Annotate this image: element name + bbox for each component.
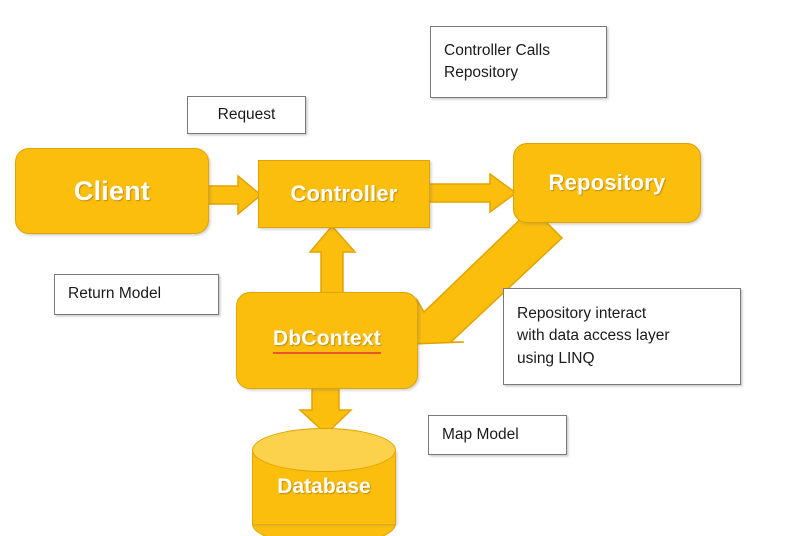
- node-repository[interactable]: Repository: [513, 143, 701, 223]
- arrow-dbcontext-to-controller: [308, 224, 358, 298]
- node-dbcontext-label: DbContext: [273, 327, 381, 354]
- cylinder-top-ellipse: [252, 428, 396, 472]
- callout-repository-interact-text: Repository interact with data access lay…: [517, 304, 670, 367]
- callout-request[interactable]: Request: [187, 96, 306, 134]
- arrow-repository-to-dbcontext: [404, 206, 564, 346]
- node-database[interactable]: Database: [252, 428, 396, 536]
- node-controller-label: Controller: [290, 181, 398, 206]
- callout-map-model-text: Map Model: [442, 425, 519, 443]
- node-client[interactable]: Client: [15, 148, 209, 234]
- node-controller[interactable]: Controller: [258, 160, 430, 228]
- node-database-label-wrap: Database: [252, 428, 396, 536]
- callout-repository-interact[interactable]: Repository interact with data access lay…: [503, 288, 741, 385]
- callout-controller-calls-repository-text: Controller Calls Repository: [444, 41, 550, 81]
- arrow-controller-to-repository: [427, 172, 518, 214]
- arrow-client-to-controller: [205, 174, 263, 216]
- callout-return-model-text: Return Model: [68, 285, 162, 303]
- node-dbcontext[interactable]: DbContext: [236, 292, 418, 389]
- node-database-label: Database: [277, 475, 371, 498]
- callout-return-model[interactable]: Return Model: [54, 274, 219, 315]
- callout-request-text: Request: [217, 105, 276, 123]
- callout-map-model[interactable]: Map Model: [428, 415, 567, 455]
- callout-controller-calls-repository[interactable]: Controller Calls Repository: [430, 26, 607, 98]
- node-client-label: Client: [73, 175, 151, 206]
- node-repository-label: Repository: [548, 170, 666, 195]
